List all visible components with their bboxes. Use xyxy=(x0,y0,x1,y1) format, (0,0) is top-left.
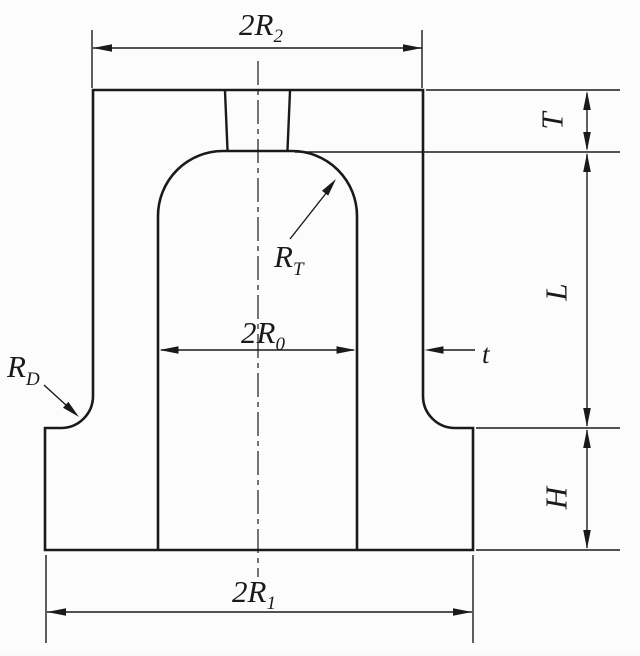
top-slot-right-edge xyxy=(286,90,292,151)
label-rt: RT xyxy=(273,239,305,280)
arrow-right-icon xyxy=(453,608,472,616)
leader-t-small: t xyxy=(424,339,491,369)
arrow-right-icon xyxy=(403,44,422,52)
label-2r1-main: 2R xyxy=(232,574,267,609)
leader-rt: RT xyxy=(273,179,336,280)
arrow-right-icon xyxy=(336,346,356,354)
label-2r0-main: 2R xyxy=(241,315,276,350)
label-rt-main: R xyxy=(273,239,293,274)
leader-line xyxy=(43,384,68,407)
label-rd-sub: D xyxy=(25,369,40,390)
dimension-2r2: 2R2 xyxy=(91,7,423,88)
arrow-upright-icon xyxy=(321,179,336,196)
label-h: H xyxy=(539,485,574,510)
label-2r2: 2R2 xyxy=(239,7,283,47)
arrow-down-icon xyxy=(583,132,591,151)
arrow-left-icon xyxy=(159,346,179,354)
label-2r2-sub: 2 xyxy=(273,26,283,47)
dimension-2r0: 2R0 xyxy=(159,315,356,355)
label-l: L xyxy=(539,283,574,301)
dimension-h: H xyxy=(476,427,620,551)
dimension-t-cap: T xyxy=(295,89,620,153)
label-2r1: 2R1 xyxy=(232,574,276,614)
arrow-left-icon xyxy=(93,44,112,52)
label-t-cap: T xyxy=(535,110,570,130)
leader-line xyxy=(289,191,328,240)
arrow-left-icon xyxy=(424,346,444,354)
arrow-left-icon xyxy=(47,608,66,616)
label-rt-sub: T xyxy=(293,259,305,280)
label-2r0-sub: 0 xyxy=(275,334,285,355)
label-t-small: t xyxy=(482,339,491,369)
arrow-down-icon xyxy=(583,408,591,427)
label-2r0: 2R0 xyxy=(241,315,285,355)
leader-rd: RD xyxy=(6,349,79,417)
part-outer-outline xyxy=(43,88,475,552)
arrow-up-icon xyxy=(583,91,591,110)
top-slot-left-edge xyxy=(223,90,229,151)
label-rd-main: R xyxy=(6,349,26,384)
dimension-2r1: 2R1 xyxy=(45,555,474,643)
arrow-downright-icon xyxy=(63,401,79,417)
dimension-l: L xyxy=(539,153,591,427)
label-rd: RD xyxy=(6,349,40,390)
label-2r2-main: 2R xyxy=(239,7,274,42)
arrow-up-icon xyxy=(583,429,591,448)
label-2r1-sub: 1 xyxy=(266,593,276,614)
arrow-down-icon xyxy=(583,530,591,549)
arrow-up-icon xyxy=(583,153,591,172)
